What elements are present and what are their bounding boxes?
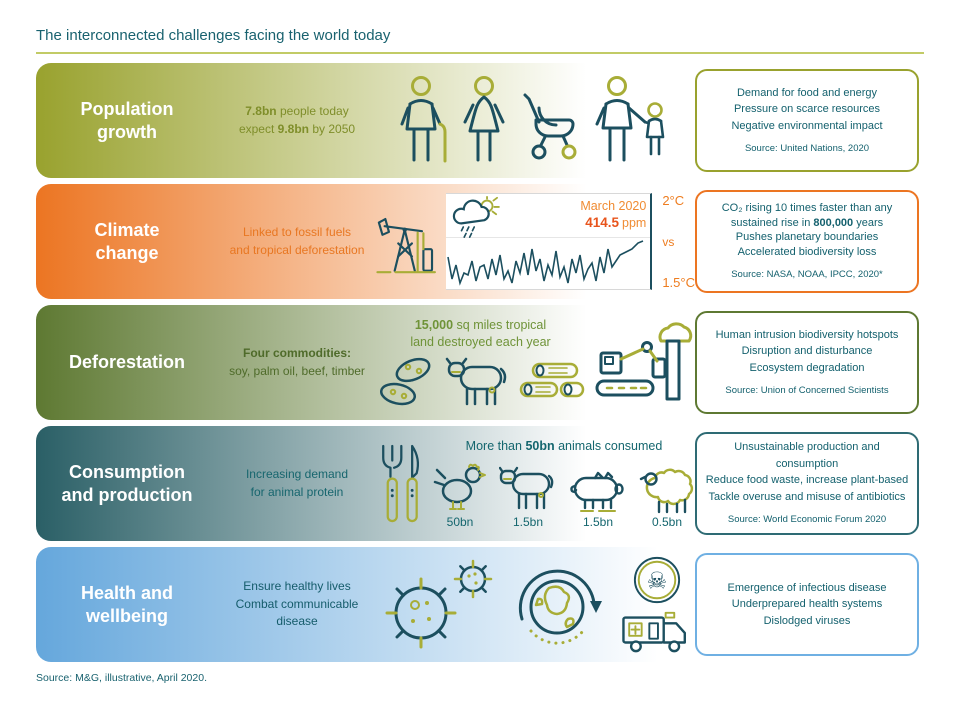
pig-icon <box>570 471 624 512</box>
row-description-consumption: Increasing demand for animal protein <box>245 467 349 499</box>
svg-text:☠: ☠ <box>646 569 667 595</box>
timber-logs-icon <box>519 362 584 397</box>
cow-icon <box>499 466 554 509</box>
row-population-growth: Population growth 7.8bn people today exp… <box>36 63 924 178</box>
row-climate-change: Climate change Linked to fossil fuels an… <box>36 184 924 299</box>
row-title-health: Health and wellbeing <box>80 583 173 626</box>
ambulance-icon <box>621 611 686 653</box>
row-consumption-production: Consumption and production Increasing de… <box>36 426 924 541</box>
source-climate: Source: NASA, NOAA, IPCC, 2020* <box>731 269 883 281</box>
co2-line-chart <box>447 240 644 286</box>
row-title-consumption: Consumption and production <box>61 462 193 505</box>
oil-pump-icon <box>376 217 436 273</box>
row-deforestation: Deforestation Four commodities: soy, pal… <box>36 305 924 420</box>
row-description-deforestation: Four commodities: soy, palm oil, beef, t… <box>229 346 365 378</box>
chicken-icon <box>433 463 486 510</box>
row-description-population: 7.8bn people today expect 9.8bn by 2050 <box>238 104 356 136</box>
globe-arrow-icon <box>518 569 602 645</box>
temp-vs: vs <box>662 234 675 249</box>
rain-cloud-sun-icon <box>453 196 501 238</box>
soybeans-icon <box>379 357 430 405</box>
woman-icon <box>463 75 504 161</box>
elderly-person-icon <box>400 75 446 162</box>
key-points-box-consumption: Unsustainable production and consumption… <box>695 432 919 535</box>
population-icons <box>376 75 695 167</box>
source-consumption: Source: World Economic Forum 2020 <box>727 514 887 526</box>
key-points-box-deforestation: Human intrusion biodiversity hotspots Di… <box>695 311 919 414</box>
key-points-box-health: Emergence of infectious disease Underpre… <box>695 553 919 656</box>
chart-date: March 2020 <box>580 199 647 213</box>
row-title-deforestation: Deforestation <box>68 352 185 373</box>
temperature-targets: 2°C vs 1.5°C <box>662 193 695 290</box>
row-description-climate: Linked to fossil fuels and tropical defo… <box>229 225 365 257</box>
temp-low: 1.5°C <box>662 275 695 290</box>
health-icons: ☠ <box>376 555 695 654</box>
animal-chicken: 50bn <box>433 458 487 529</box>
row-health-wellbeing: Health and wellbeing Ensure healthy live… <box>36 547 924 662</box>
key-points-box-population: Demand for food and energy Pressure on s… <box>695 69 919 172</box>
source-population: Source: United Nations, 2020 <box>744 143 870 155</box>
consumption-stat: More than 50bn animals consumed <box>465 439 663 454</box>
bulldozer-tree-icon <box>595 321 692 400</box>
skull-crossbones-icon: ☠ <box>633 556 680 604</box>
animal-pig: 1.5bn <box>569 468 627 529</box>
sheep-icon <box>639 468 694 513</box>
animal-cow: 1.5bn <box>499 466 557 529</box>
row-description-health: Ensure healthy lives Combat communicable… <box>235 579 359 629</box>
deforestation-icons: 15,000 sq miles tropical land destroyed … <box>376 317 695 409</box>
cow-icon <box>445 357 506 405</box>
challenge-rows: Population growth 7.8bn people today exp… <box>36 63 924 662</box>
animal-sheep: 0.5bn <box>639 464 695 529</box>
page-source: Source: M&G, illustrative, April 2020. <box>36 672 207 684</box>
source-deforestation: Source: Union of Concerned Scientists <box>725 385 889 397</box>
page-title: The interconnected challenges facing the… <box>36 27 391 44</box>
consumption-icons: More than 50bn animals consumed <box>376 438 695 530</box>
row-title-climate: Climate change <box>94 220 160 263</box>
virus-icon <box>385 559 492 648</box>
deforestation-stat: 15,000 sq miles tropical land destroyed … <box>410 317 551 350</box>
temp-high: 2°C <box>662 193 685 208</box>
key-points-box-climate: CO₂ rising 10 times faster than any sust… <box>695 190 919 293</box>
parent-child-icon <box>595 75 664 161</box>
title-underline <box>36 52 924 54</box>
stroller-icon <box>523 93 576 159</box>
row-title-population: Population growth <box>80 99 174 142</box>
fork-knife-icon <box>382 444 420 522</box>
